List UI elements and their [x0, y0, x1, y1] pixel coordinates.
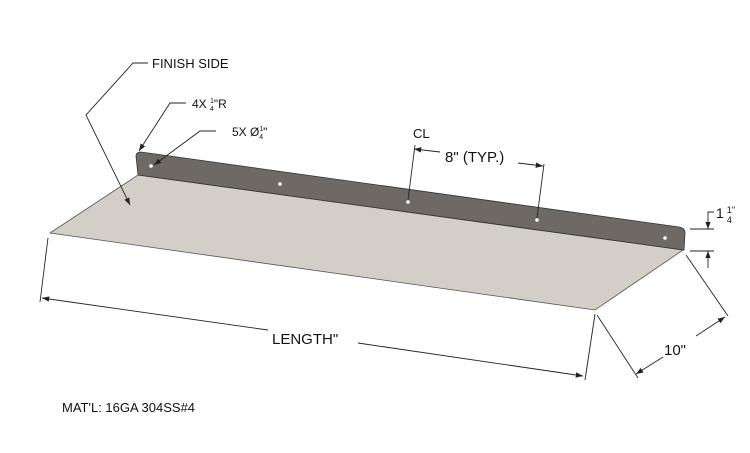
- spacing-label: 8" (TYP.): [445, 149, 504, 166]
- centerline-extension: [407, 144, 416, 201]
- depth-label: 10": [664, 342, 686, 359]
- length-ext-left: [39, 237, 49, 303]
- hole: [278, 182, 282, 186]
- centerline-symbol: CL: [413, 126, 430, 141]
- mounting-holes: [149, 164, 667, 240]
- shelf-back-flange: [135, 151, 686, 251]
- depth-dim-top: [695, 316, 726, 337]
- hole: [149, 164, 153, 168]
- depth-ext-front: [596, 314, 639, 379]
- radius-leader: [138, 102, 186, 152]
- holes-leader: [153, 130, 216, 166]
- hole: [406, 200, 410, 204]
- finish-side-leader: [85, 62, 148, 206]
- spacing-dim-right: [517, 162, 544, 168]
- spacing-extension: [536, 163, 545, 219]
- hole: [663, 236, 667, 240]
- length-ext-right: [584, 313, 596, 381]
- depth-dim-bottom: [635, 356, 664, 375]
- length-dim-left: [41, 296, 269, 331]
- hole: [535, 218, 539, 222]
- height-arrow-top: [705, 211, 714, 229]
- material-note: MAT'L: 16GA 304SS#4: [62, 400, 195, 415]
- length-dim-right: [357, 342, 584, 378]
- finish-side-label: FINISH SIDE: [152, 56, 229, 71]
- depth-ext-back: [685, 254, 729, 317]
- length-label: LENGTH": [272, 331, 338, 348]
- spacing-dim-left: [413, 147, 441, 153]
